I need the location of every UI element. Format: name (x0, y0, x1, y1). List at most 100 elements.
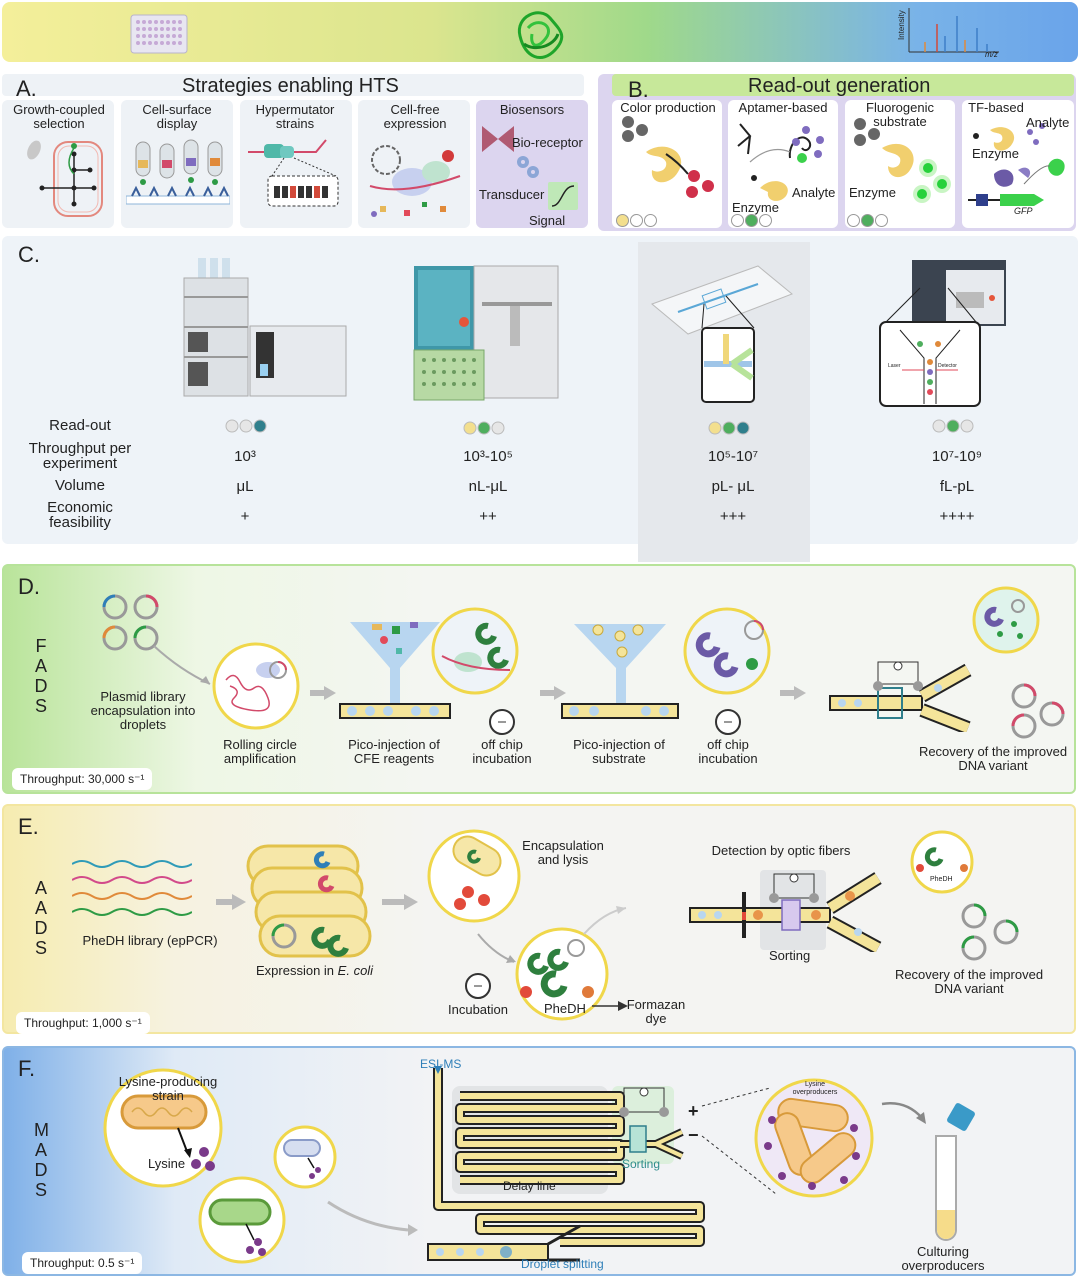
readout-dot (708, 421, 722, 435)
phedh-sorted-droplet (910, 830, 974, 894)
phedh-label: PheDH (544, 1001, 586, 1016)
mz-axis-label: m/z (985, 50, 998, 59)
readout-dot (722, 421, 736, 435)
aptamer-icon (737, 123, 824, 201)
hplc-instrument-icon (183, 258, 347, 397)
panel-d-letter: D. (18, 574, 40, 599)
microplate-icon (130, 14, 188, 54)
card-aptamer (728, 100, 838, 228)
throughput-col-1: 10³ (234, 448, 256, 465)
throughput-fads: Throughput: 30,000 s⁻¹ (12, 768, 153, 790)
aptamer-readout-dots (731, 214, 773, 232)
fluorogenic-readout-dots (847, 214, 889, 232)
label-expression: Expression in E. coli (256, 963, 373, 978)
panel-b-title: Read-out generation (748, 75, 931, 97)
arrow-icon (153, 645, 211, 685)
arrow-icon (881, 1102, 926, 1124)
label-recovery-d: Recovery of the improved DNA variant (918, 744, 1068, 773)
arrow-icon (382, 894, 418, 910)
sorting-label-f: Sorting (622, 1157, 661, 1171)
panel-a-title: Strategies enabling HTS (182, 75, 399, 97)
fluorogenic-enzyme-label: Enzyme (849, 185, 896, 200)
label-cell-surface: Cell-surface display (142, 102, 212, 131)
aads-letter-1: A (34, 878, 47, 898)
mads-chip (427, 1066, 705, 1262)
rolling-circle-droplet (212, 642, 300, 730)
row-label-throughput: Throughput per experiment (28, 440, 132, 472)
label-biosensors: Biosensors (499, 102, 565, 117)
color-readout-dots (616, 214, 658, 232)
label-tf-based: TF-based (968, 100, 1024, 115)
facs-instrument-icon (879, 260, 1006, 407)
arrow-icon (780, 686, 806, 700)
econ-col-4: ++++ (939, 508, 975, 525)
ecoli-text: E. coli (337, 963, 374, 978)
metabolic-network-icon (27, 140, 103, 217)
row-label-readout: Read-out (49, 417, 111, 434)
label-recovery-e: Recovery of the improved DNA variant (894, 967, 1044, 996)
esi-ms-label: ESI-MS (420, 1057, 462, 1071)
readout-dot (477, 421, 491, 435)
cfe-droplet-zoom (431, 607, 519, 695)
label-color-production: Color production (620, 100, 716, 115)
clock-icon (489, 709, 515, 735)
culturing-label: Culturing overproducers (901, 1244, 985, 1273)
aptamer-enzyme-label: Enzyme (732, 200, 779, 215)
hypermutator-icon (248, 139, 339, 207)
fads-letter-2: A (34, 656, 47, 676)
label-hypermutator: Hypermutator strains (255, 102, 335, 131)
readout-dot (946, 419, 960, 433)
arrow-icon (216, 894, 246, 910)
sorting-label-e: Sorting (769, 948, 811, 963)
culture-tube-icon (935, 1103, 975, 1241)
card-hypermutator (240, 100, 352, 228)
econ-col-2: ++ (479, 508, 497, 525)
label-detection: Detection by optic fibers (711, 843, 851, 858)
readout-dots-col-4 (932, 418, 980, 439)
encapsulation-droplet (427, 829, 521, 923)
mass-spectrum-icon (908, 8, 999, 53)
row-label-econ: Economic feasibility (47, 499, 113, 531)
droplet-splitting-label: Droplet splitting (521, 1257, 604, 1271)
label-lysine-strain: Lysine-producing strain (118, 1074, 218, 1103)
detector-label: Detector (938, 363, 957, 369)
fads-letter-4: S (34, 696, 47, 716)
panel-a-letter: A. (16, 76, 37, 101)
lysine-strain-droplet (103, 1068, 223, 1188)
tf-biosensor-icon (968, 123, 1065, 206)
label-cell-free: Cell-free expression (383, 102, 447, 131)
substrate-droplet-zoom (683, 607, 771, 695)
fluorogenic-icon (854, 118, 951, 203)
clock-icon (465, 973, 491, 999)
readout-dots-col-3 (708, 420, 756, 441)
label-incubation: Incubation (448, 1002, 508, 1017)
volume-col-1: μL (236, 478, 254, 495)
zoom-lines (701, 1087, 777, 1195)
laser-label: Laser (888, 363, 901, 369)
arrow-icon (310, 686, 336, 700)
transducer-label: Transducer (479, 187, 545, 202)
overproducers-label: Lysine overproducers (792, 1081, 838, 1096)
ecoli-cells-icon (246, 844, 372, 958)
readout-dot (491, 421, 505, 435)
recovered-plasmids-icon (1011, 683, 1065, 739)
mads-letter-4: S (34, 1180, 47, 1200)
pico-injection-cfe-chip (339, 622, 451, 719)
bio-receptor-icon (482, 126, 514, 152)
sorted-droplet-zoom (972, 586, 1040, 654)
panel-d-container (2, 564, 1076, 794)
throughput-col-3: 10⁵-10⁷ (707, 448, 758, 465)
label-growth-coupled: Growth-coupled selection (13, 102, 105, 131)
aads-letter-2: A (34, 898, 47, 918)
volume-col-2: nL-μL (468, 478, 508, 495)
mads-letter-1: M (34, 1120, 49, 1140)
aads-sorter-chip (689, 870, 882, 952)
label-pico-injection-cfe: Pico-injection of CFE reagents (348, 737, 440, 766)
panel-e-letter: E. (18, 814, 39, 839)
arrow-icon (327, 1200, 418, 1236)
protein-structure-icon (517, 11, 564, 60)
label-pico-injection-substrate: Pico-injection of substrate (573, 737, 665, 766)
readout-dots-col-1 (225, 418, 273, 439)
volume-col-4: fL-pL (939, 478, 975, 495)
overproducer-droplet (754, 1078, 874, 1198)
